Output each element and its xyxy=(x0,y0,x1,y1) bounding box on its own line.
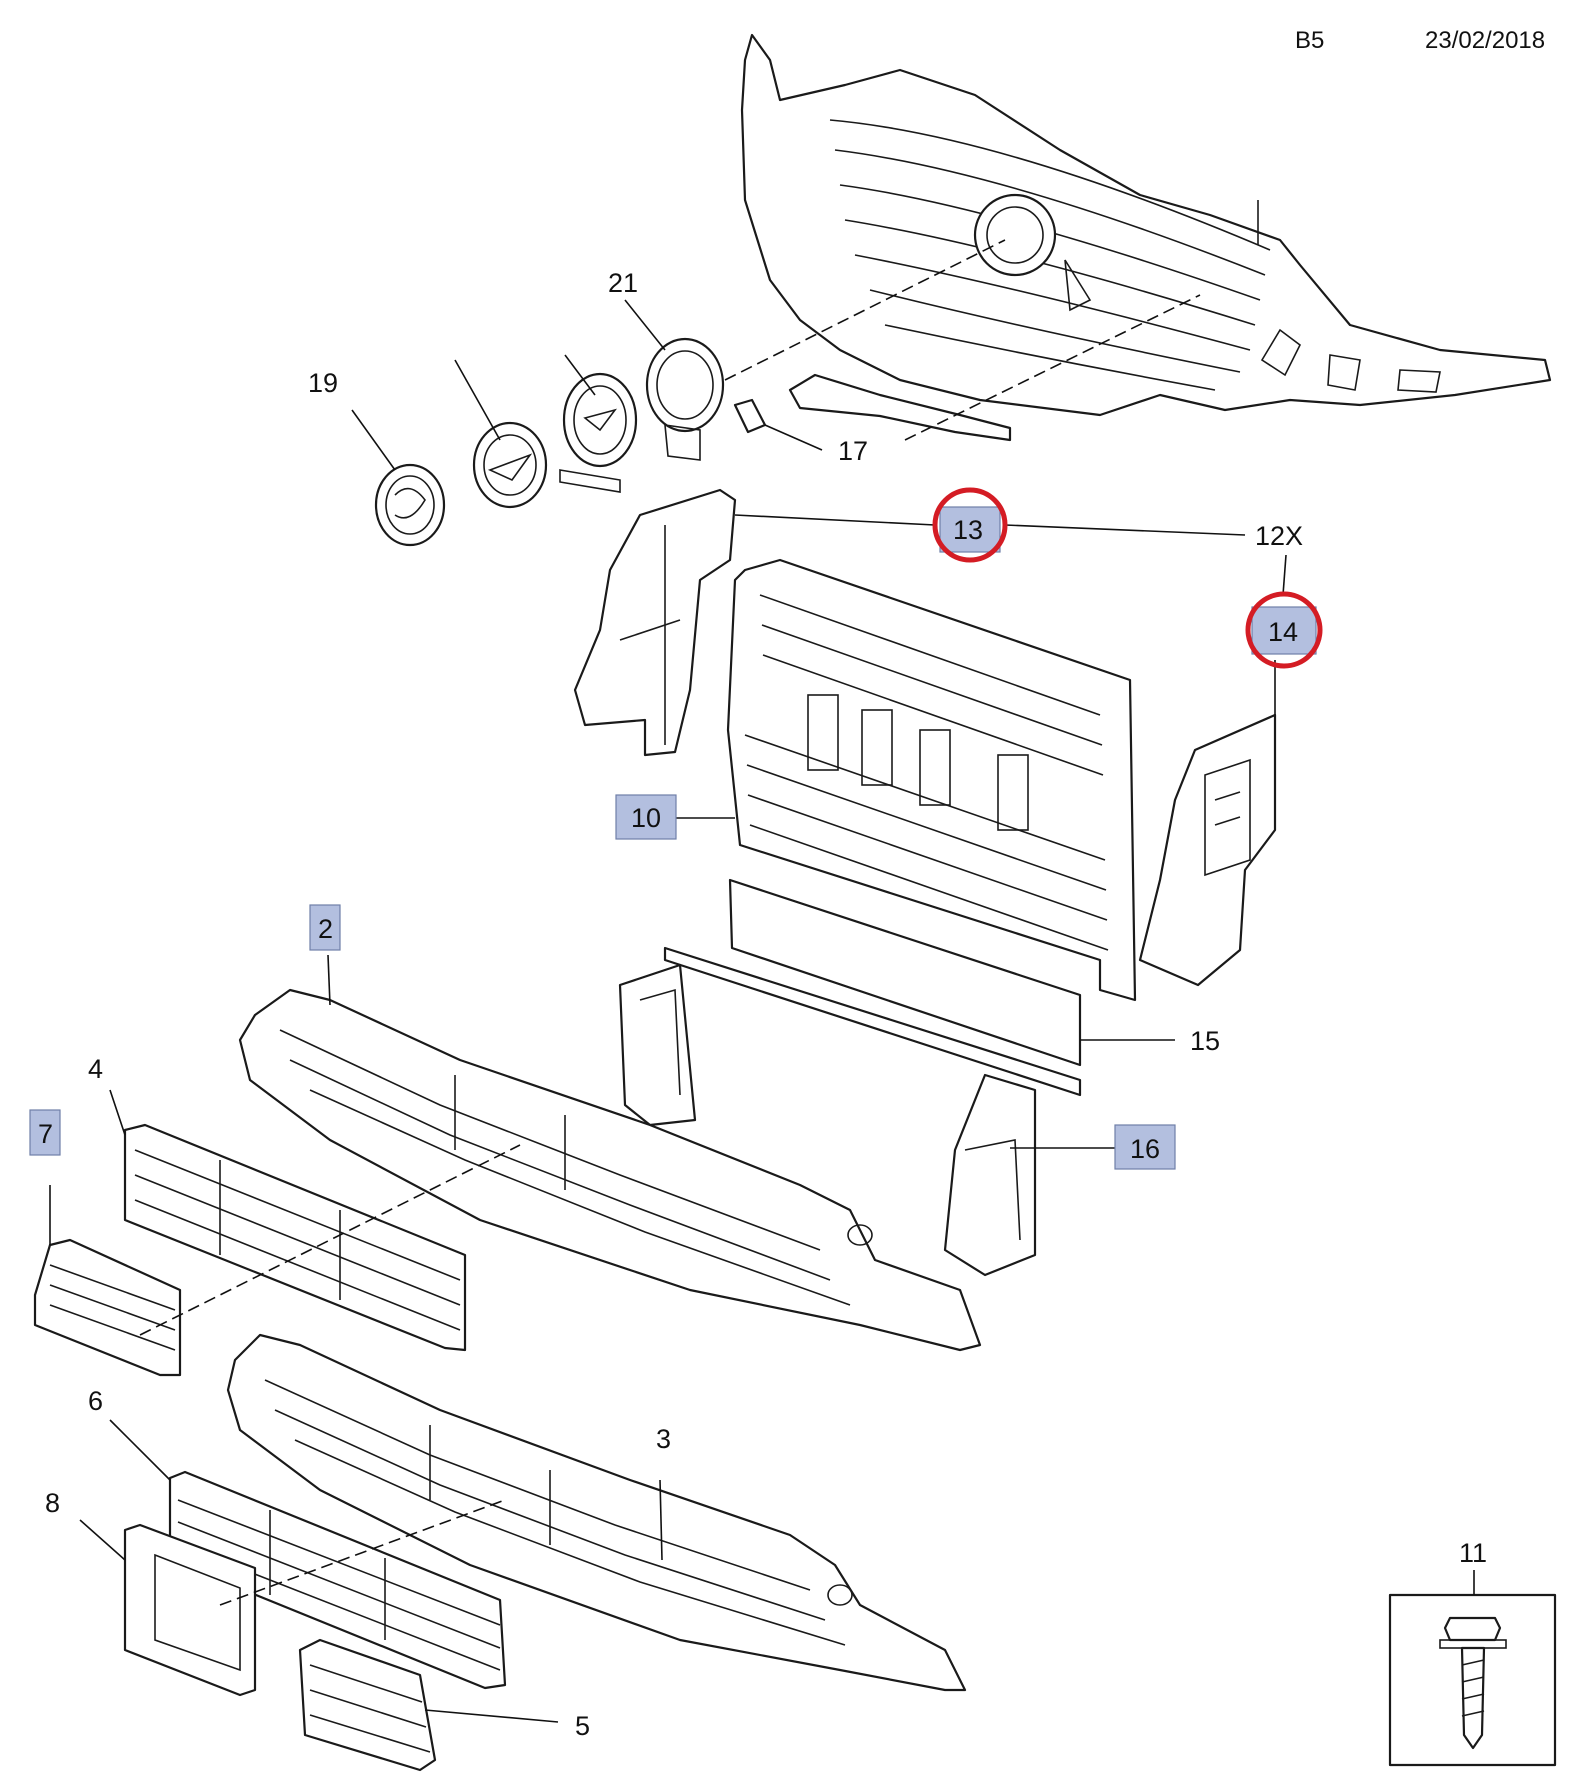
callout-11: 11 xyxy=(1459,1538,1487,1568)
callout-2: 2 xyxy=(318,914,333,944)
callout-3: 3 xyxy=(656,1424,671,1454)
highlight-box-2 xyxy=(309,904,341,951)
deflector-14 xyxy=(1138,713,1277,987)
grille-trim-strip xyxy=(788,373,1012,442)
diagram-date: 23/02/2018 xyxy=(1425,27,1545,54)
callout-14: 14 xyxy=(1268,617,1298,647)
bolt-box-11 xyxy=(1388,1593,1557,1767)
callout-5: 5 xyxy=(575,1711,590,1741)
callout-17: 17 xyxy=(838,436,868,466)
emblem-mount xyxy=(559,372,638,493)
grille-piece-7 xyxy=(33,1238,182,1377)
callout-6: 6 xyxy=(88,1386,103,1416)
emblem-mid xyxy=(472,421,548,509)
callout-4: 4 xyxy=(88,1054,103,1084)
highlight-box-10 xyxy=(615,794,677,840)
clip-17 xyxy=(733,398,767,434)
main-grille xyxy=(740,33,1552,417)
callout-12x: 12X xyxy=(1255,521,1303,551)
callout-15: 15 xyxy=(1190,1026,1220,1056)
highlight-box-16 xyxy=(1114,1124,1176,1170)
emblem-21 xyxy=(645,337,725,461)
callout-13: 13 xyxy=(953,515,983,545)
deflector-13 xyxy=(573,488,737,757)
callout-19: 19 xyxy=(308,368,338,398)
emblem-19 xyxy=(374,463,446,547)
bumper-support-16 xyxy=(618,946,1082,1277)
callout-7: 7 xyxy=(38,1119,53,1149)
highlight-circle-13 xyxy=(932,487,1008,563)
highlight-box-13 xyxy=(939,506,1001,553)
grille-insert-6 xyxy=(168,1470,507,1690)
highlight-box-14 xyxy=(1251,606,1317,655)
callout-labels: 21 19 17 13 12X 14 10 2 15 4 7 16 6 3 8 … xyxy=(38,268,1487,1741)
highlight-circle-14 xyxy=(1245,591,1323,669)
grille-insert-4 xyxy=(123,1123,467,1352)
small-grille-5 xyxy=(298,1638,437,1772)
lower-grille-2 xyxy=(238,988,982,1352)
callout-21: 21 xyxy=(608,268,638,298)
highlight-box-7 xyxy=(29,1109,61,1156)
cover-plate-8 xyxy=(123,1523,257,1697)
air-shutter-10 xyxy=(726,558,1137,1067)
callout-10: 10 xyxy=(631,803,661,833)
callout-16: 16 xyxy=(1130,1134,1160,1164)
callout-highlights xyxy=(29,487,1323,1170)
callout-8: 8 xyxy=(45,1488,60,1518)
diagram-code: B5 xyxy=(1295,27,1324,54)
lower-grille-3 xyxy=(226,1333,967,1692)
